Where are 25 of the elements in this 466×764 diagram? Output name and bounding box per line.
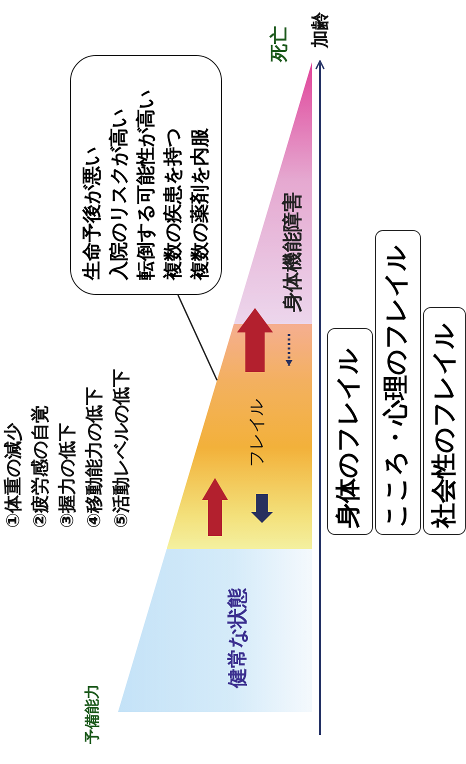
list-item: ①体重の減少: [2, 422, 25, 528]
list-item: ④移動能力の低下: [83, 386, 106, 528]
risk-item: 複数の疾患を持つ: [161, 127, 185, 280]
end-label: 死亡: [268, 26, 291, 62]
category-box: 社会性のフレイル: [423, 307, 466, 535]
risk-item: 入院のリスクが高い: [107, 108, 131, 280]
axis-label: 予備能力: [82, 684, 102, 744]
category-box: 身体のフレイル: [327, 328, 373, 535]
block-arrow: [251, 494, 273, 523]
risk-item: 生命予後が悪い: [80, 146, 104, 280]
dotted-arrow: [286, 334, 292, 366]
stage-label: 身体機能障害: [278, 192, 305, 312]
list-item: ③握力の低下: [56, 422, 79, 528]
list-item: ⑤活動レベルの低下: [110, 368, 133, 528]
list-item: ②疲労感の自覚: [29, 404, 52, 528]
speech-bubble: [70, 55, 222, 295]
stage-band: [118, 549, 312, 712]
stage-label: フレイル: [246, 399, 268, 467]
block-arrow: [237, 308, 273, 372]
block-arrow: [202, 478, 228, 536]
risk-item: 複数の薬剤を内服: [188, 127, 212, 280]
risk-item: 転倒する可能性が高い: [134, 89, 158, 280]
stage-label: 健常な状態: [224, 588, 250, 688]
axis-label: 加齢: [309, 12, 332, 48]
category-box: こころ・心理のフレイル: [375, 230, 421, 535]
